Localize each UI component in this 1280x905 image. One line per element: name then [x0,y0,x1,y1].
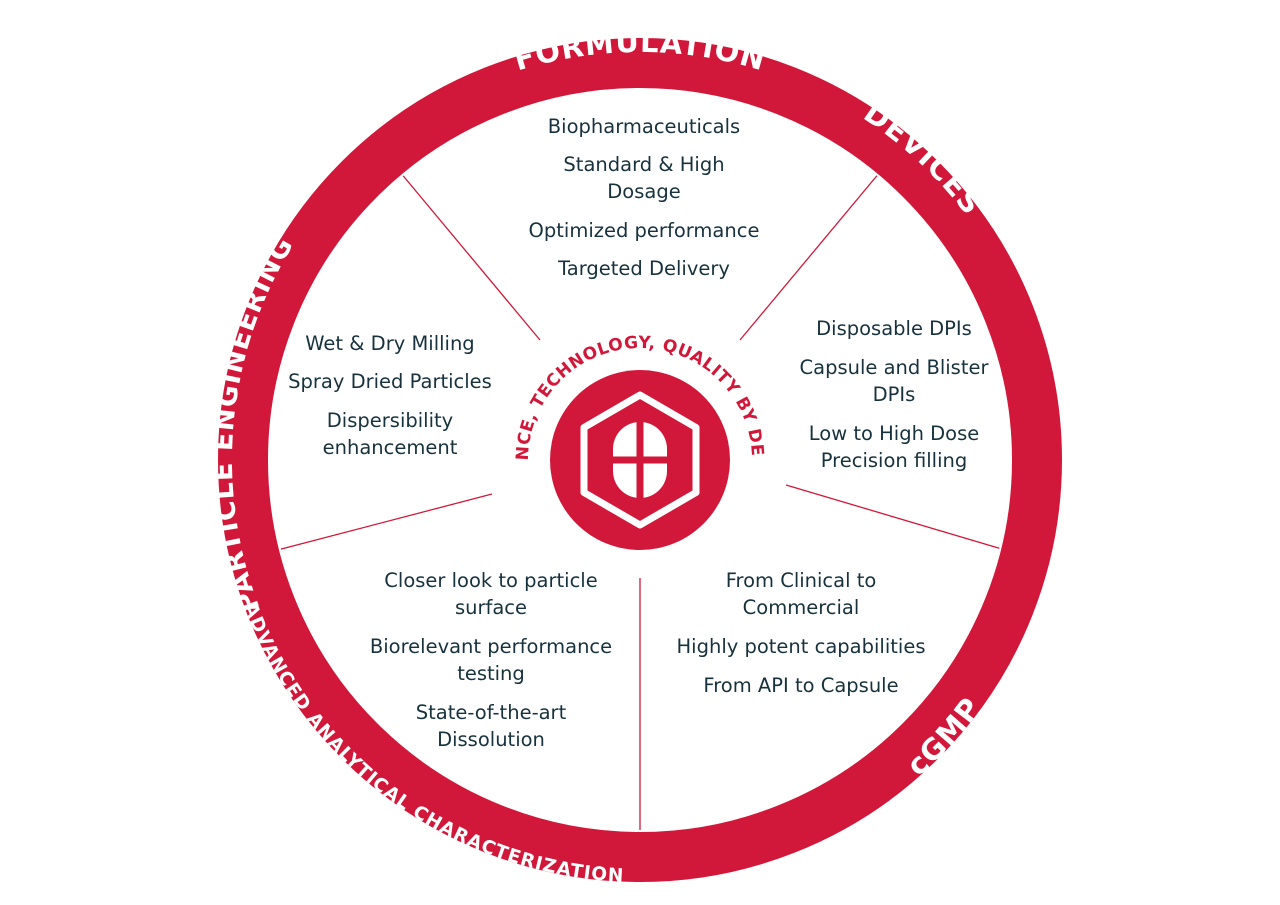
segment-item: Optimized performance [529,219,760,242]
segment-item: Wet & Dry Milling [305,332,474,355]
divider-line [739,159,891,341]
divider-line [270,493,493,553]
divider-line [389,159,541,341]
segment-devices: Disposable DPIs Capsule and Blister DPIs… [800,317,990,472]
segment-item: Biopharmaceuticals [548,115,740,138]
segment-item: Disposable DPIs [816,317,972,340]
segment-cgmp: From Clinical to Commercial Highly poten… [677,569,926,697]
segment-item: State-of-the-art [416,701,567,724]
segment-item: Dissolution [437,728,545,751]
segment-item: Commercial [743,596,860,619]
segment-item: From Clinical to [726,569,877,592]
segment-item: Dosage [607,180,680,203]
segment-item: Standard & High [563,153,724,176]
segment-item: testing [457,662,525,685]
outer-ring [218,38,1062,882]
divider-line [785,484,1010,553]
segment-item: Low to High Dose [809,422,980,445]
segment-item: enhancement [323,436,458,459]
segment-item: Highly potent capabilities [677,635,926,658]
capsule-hexagon-icon [580,391,700,529]
segment-advanced-analytical: Closer look to particle surface Biorelev… [370,569,612,751]
segment-particle-engineering: Wet & Dry Milling Spray Dried Particles … [288,332,492,459]
segment-formulation: Biopharmaceuticals Standard & High Dosag… [529,115,760,280]
segment-item: Closer look to particle [384,569,597,592]
segment-item: surface [455,596,527,619]
segment-item: Precision filling [821,449,967,472]
segment-item: DPIs [873,383,916,406]
segment-item: Dispersibility [327,409,453,432]
segment-dividers [270,159,1010,830]
segment-item: Spray Dried Particles [288,370,492,393]
segment-item: Biorelevant performance [370,635,612,658]
segment-item: From API to Capsule [703,674,898,697]
segment-item: Capsule and Blister [800,356,990,379]
segment-item: Targeted Delivery [557,257,730,280]
